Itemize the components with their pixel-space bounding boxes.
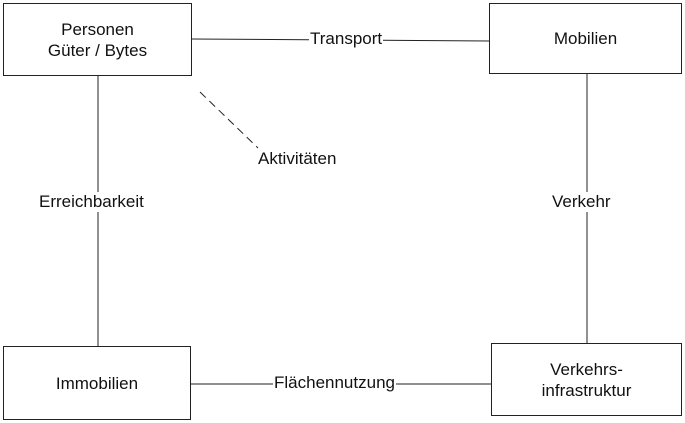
node-verkehrsinfrastruktur: Verkehrs- infrastruktur [491, 343, 682, 416]
edge-label-transport: Transport [309, 29, 384, 49]
edge-label-aktivitaeten: Aktivitäten [257, 149, 338, 169]
node-infrastruktur-line2: infrastruktur [541, 380, 632, 400]
edge-aktivitaeten-dashed-line [199, 91, 259, 149]
node-personen-line2: Güter / Bytes [47, 40, 148, 60]
node-personen-line1: Personen [61, 19, 134, 39]
edge-label-verkehr: Verkehr [551, 192, 612, 212]
node-infrastruktur-line1: Verkehrs- [550, 359, 623, 379]
node-immobilien-label: Immobilien [55, 373, 139, 393]
node-immobilien: Immobilien [3, 346, 191, 420]
node-mobilien: Mobilien [489, 3, 682, 74]
edge-label-flaechennutzung: Flächennutzung [273, 373, 396, 393]
edge-label-erreichbarkeit: Erreichbarkeit [38, 192, 145, 212]
node-personen-gueter-bytes: Personen Güter / Bytes [3, 3, 192, 76]
node-mobilien-label: Mobilien [553, 29, 618, 48]
